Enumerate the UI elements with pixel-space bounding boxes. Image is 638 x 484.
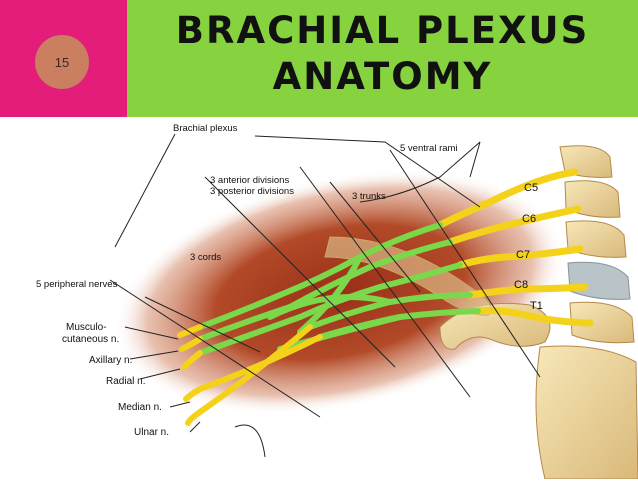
label-ventral-rami: 5 ventral rami bbox=[400, 143, 458, 154]
header-green-block bbox=[127, 0, 638, 117]
label-posterior-divisions: 3 posterior divisions bbox=[210, 186, 294, 197]
brachial-plexus-illustration: Brachial plexus 5 ventral rami 3 anterio… bbox=[0, 117, 638, 480]
leader-lines bbox=[109, 133, 541, 458]
label-peripheral-nerves: 5 peripheral nerves bbox=[36, 279, 118, 290]
label-root-t1: T1 bbox=[530, 300, 543, 312]
label-musculocutaneous-line1: Musculo- bbox=[66, 322, 107, 333]
label-cords: 3 cords bbox=[190, 252, 221, 263]
slide-title-line-1: BRACHIAL PLEXUS bbox=[175, 9, 590, 52]
slide-number-badge: 15 bbox=[35, 35, 89, 89]
label-root-c6: C6 bbox=[522, 213, 536, 225]
label-trunks: 3 trunks bbox=[352, 191, 386, 202]
slide-title: BRACHIAL PLEXUS ANATOMY bbox=[127, 8, 638, 100]
vertebral-column bbox=[535, 145, 638, 480]
spinal-roots bbox=[436, 168, 594, 327]
label-axillary: Axillary n. bbox=[89, 355, 132, 366]
label-anterior-divisions: 3 anterior divisions bbox=[210, 175, 289, 186]
label-root-c8: C8 bbox=[514, 279, 528, 291]
label-root-c7: C7 bbox=[516, 249, 530, 261]
label-root-c5: C5 bbox=[524, 182, 538, 194]
slide-number: 15 bbox=[54, 54, 70, 70]
label-radial: Radial n. bbox=[106, 376, 145, 387]
peripheral-nerves bbox=[177, 324, 323, 426]
label-brachial-plexus: Brachial plexus bbox=[173, 123, 238, 134]
label-median: Median n. bbox=[118, 402, 162, 413]
slide-title-line-2: ANATOMY bbox=[272, 55, 493, 98]
label-ulnar: Ulnar n. bbox=[134, 427, 169, 438]
label-musculocutaneous-line2: cutaneous n. bbox=[62, 334, 119, 345]
illustration-svg: Brachial plexus 5 ventral rami 3 anterio… bbox=[36, 123, 638, 480]
